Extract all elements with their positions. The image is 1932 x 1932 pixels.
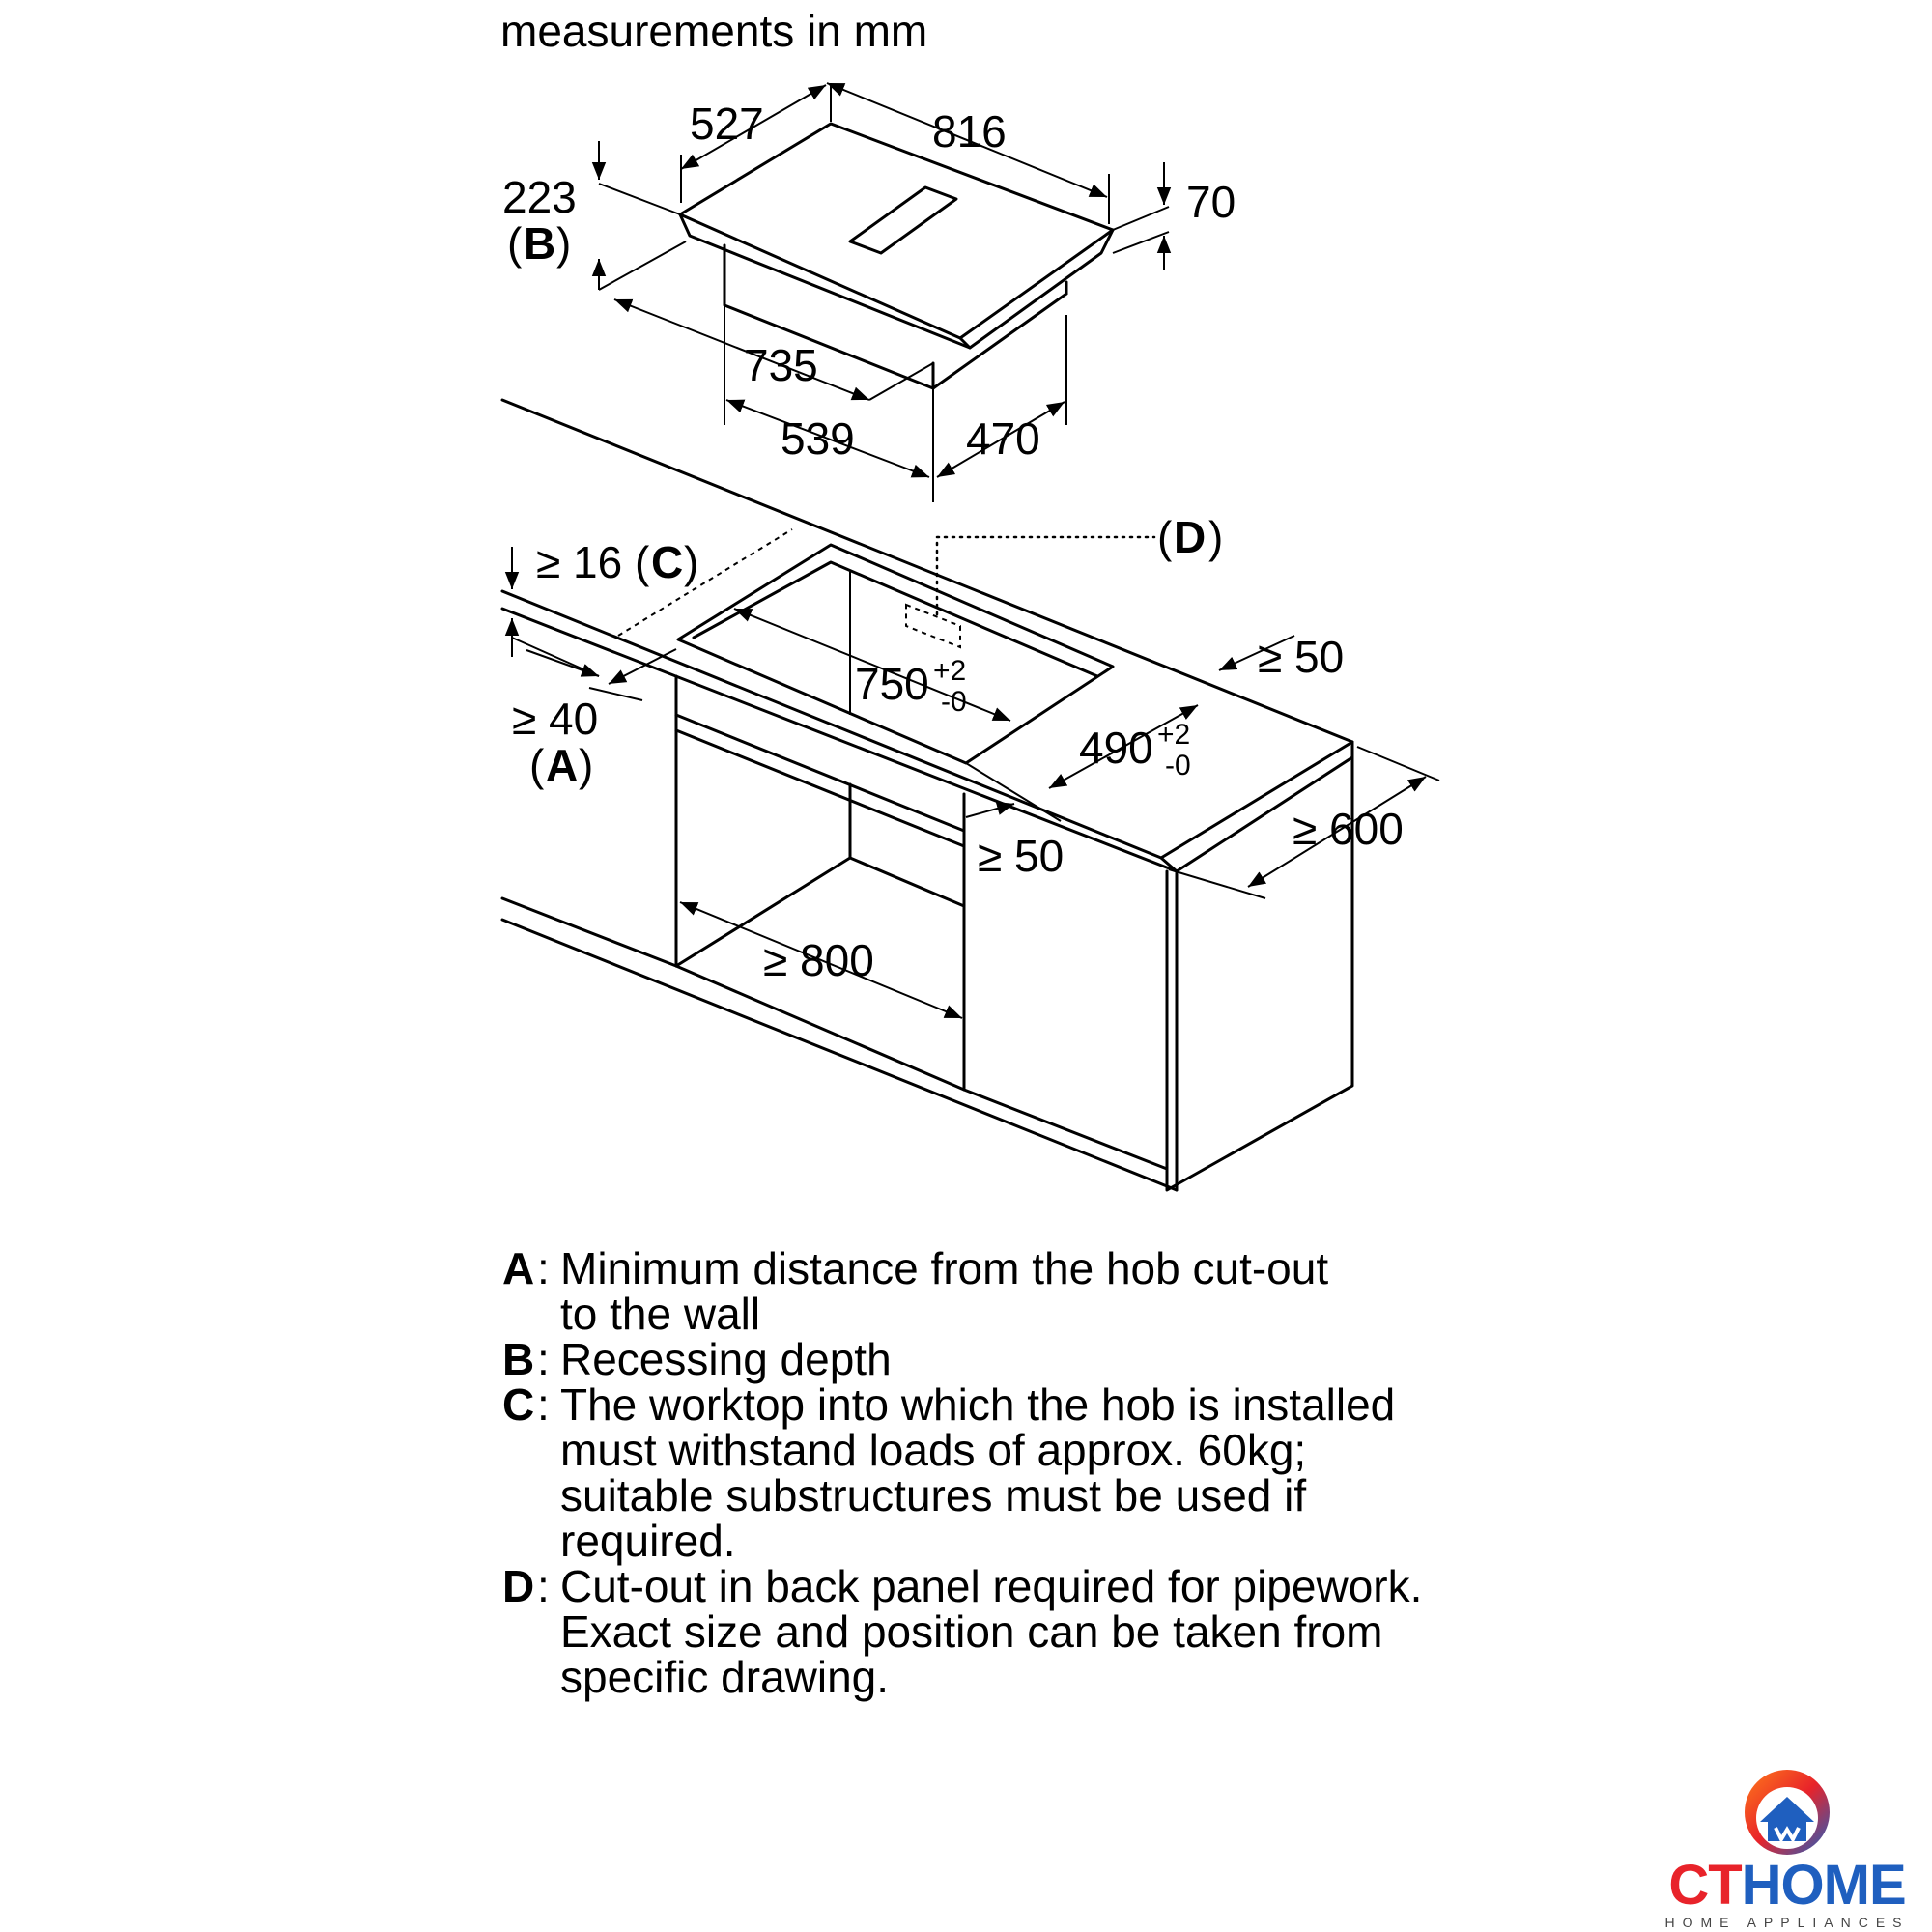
dim-527: 527: [690, 99, 764, 149]
label-d: D: [1174, 512, 1206, 562]
hob-dimensions: [591, 82, 1172, 502]
legend-separator: :: [537, 1379, 550, 1430]
dim-735: 735: [744, 340, 818, 390]
legend-key: A: [502, 1243, 535, 1293]
label-d-open: (: [1157, 512, 1173, 562]
dim-816: 816: [932, 106, 1007, 156]
label-b: B: [524, 218, 555, 269]
legend-separator: :: [537, 1561, 550, 1611]
label-a-open: (: [529, 740, 545, 790]
dim-490: 490: [1079, 723, 1153, 773]
dim-490-tol-plus: +2: [1157, 719, 1190, 751]
dim-750-tol-minus: -0: [941, 686, 967, 718]
dim-16: ≥ 16 (: [536, 537, 650, 587]
house-icon: [1745, 1770, 1830, 1855]
legend-item-c: C : The worktop into which the hob is in…: [502, 1382, 1468, 1564]
dim-750: 750: [855, 659, 929, 709]
worktop-dimensions: [504, 547, 1440, 1019]
dim-40: ≥ 40: [512, 694, 598, 744]
dim-70: 70: [1186, 177, 1236, 227]
legend-item-a: A : Minimum distance from the hob cut-ou…: [502, 1246, 1468, 1337]
legend-text: The worktop into which the hob is instal…: [560, 1379, 1396, 1566]
dim-50-top: ≥ 50: [1258, 632, 1344, 682]
label-b-close: ): [556, 218, 571, 269]
label-b-open: (: [507, 218, 523, 269]
logo-home: HOME: [1741, 1854, 1907, 1917]
legend-key: D: [502, 1561, 535, 1611]
dim-600: ≥ 600: [1293, 804, 1404, 854]
dim-800: ≥ 800: [763, 935, 874, 985]
logo-subtitle: HOME APPLIANCES: [1664, 1915, 1910, 1930]
dim-470: 470: [966, 413, 1040, 464]
legend-item-d: D : Cut-out in back panel required for p…: [502, 1564, 1468, 1700]
legend-key: B: [502, 1334, 535, 1384]
legend-text: Minimum distance from the hob cut-out to…: [560, 1243, 1329, 1339]
label-c-close: ): [684, 537, 698, 587]
legend-text: Cut-out in back panel required for pipew…: [560, 1561, 1423, 1702]
dim-750-tol-plus: +2: [933, 655, 966, 687]
label-d-close: ): [1208, 512, 1223, 562]
legend: A : Minimum distance from the hob cut-ou…: [502, 1246, 1468, 1700]
label-c: C: [651, 537, 683, 587]
legend-item-b: B : Recessing depth: [502, 1337, 1468, 1382]
label-a: A: [546, 740, 578, 790]
dim-223: 223: [502, 172, 577, 222]
dim-539: 539: [781, 413, 855, 464]
worktop-cabinet: [500, 398, 1354, 1192]
label-a-close: ): [579, 740, 593, 790]
brand-logo: CTHOME HOME APPLIANCES: [1652, 1768, 1922, 1932]
dim-50-front: ≥ 50: [978, 831, 1064, 881]
legend-key: C: [502, 1379, 535, 1430]
legend-separator: :: [537, 1334, 550, 1384]
diagram-title: measurements in mm: [500, 6, 927, 56]
logo-ct: CT: [1668, 1854, 1742, 1917]
legend-separator: :: [537, 1243, 550, 1293]
logo-wordmark: CTHOME: [1652, 1857, 1922, 1915]
dim-490-tol-minus: -0: [1165, 750, 1191, 781]
legend-text: Recessing depth: [560, 1334, 892, 1384]
